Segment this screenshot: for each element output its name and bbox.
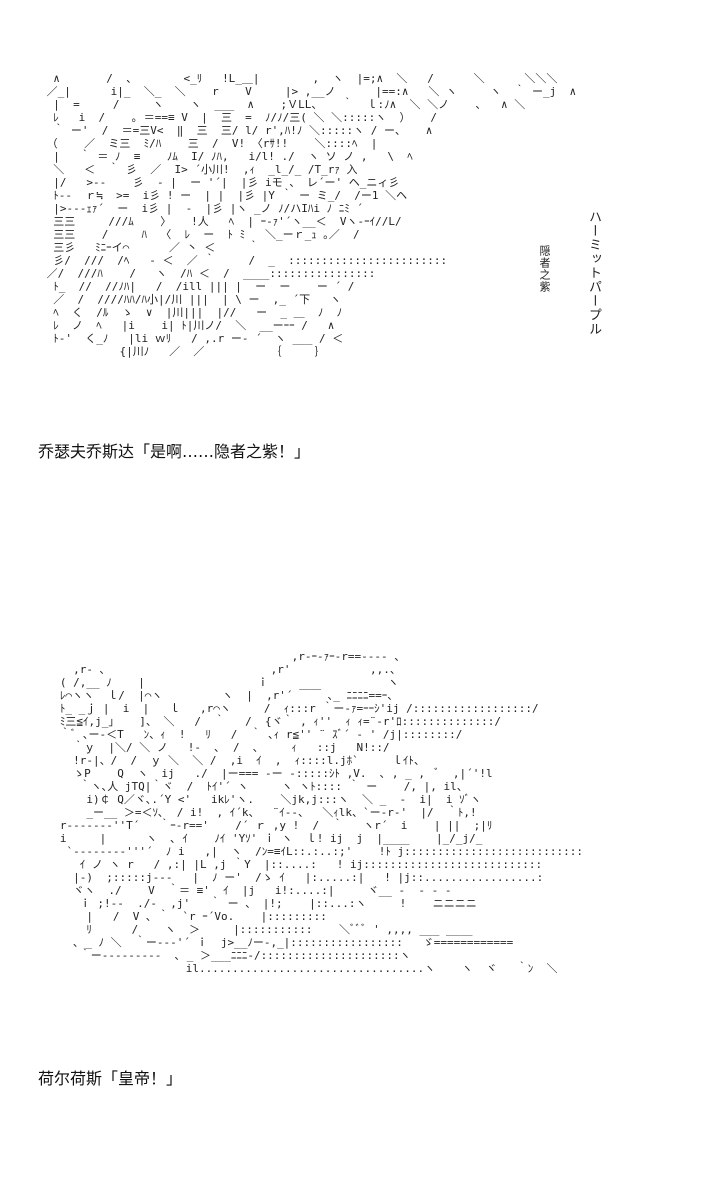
vertical-caption-stand-name: ハーミットパープル bbox=[586, 210, 601, 336]
ascii-art-hol-horse: ,r‐ｰ‐ｧｰ-r==---- 、 ,r- ､ ,r' ,,.、 ( /,__ … bbox=[59, 650, 583, 975]
panel-emperor: ,r‐ｰ‐ｧｰ-r==---- 、 ,r- ､ ,r' ,,.、 ( /,__ … bbox=[0, 640, 711, 1090]
vertical-caption-kanji: 隠者之紫 bbox=[538, 245, 551, 293]
dialogue-line: 荷尔荷斯「皇帝！」 bbox=[38, 1069, 183, 1088]
ascii-art-joseph: ∧ / 、 <_ﾘ !L_＿| , ヽ |=;∧ ＼ / ＼ ＼＼＼ ／_| i… bbox=[46, 72, 577, 358]
dialogue-line: 乔瑟夫乔斯达「是啊……隐者之紫！」 bbox=[38, 442, 311, 461]
panel-hermit-purple: ∧ / 、 <_ﾘ !L_＿| , ヽ |=;∧ ＼ / ＼ ＼＼＼ ／_| i… bbox=[0, 60, 711, 461]
